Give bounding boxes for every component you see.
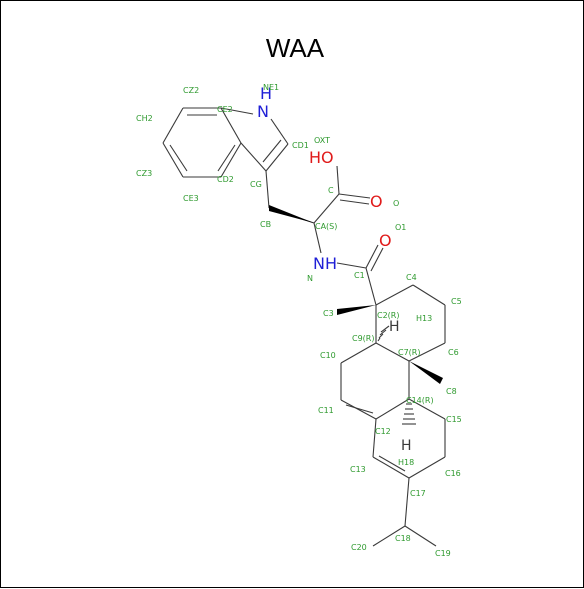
bond-c6-c7: [408, 342, 446, 362]
bond-cg-cd1: [265, 143, 289, 172]
bond-ca-c: [313, 193, 340, 224]
bond-c1-c2: [365, 267, 377, 306]
atom-label-cd2: CD2: [217, 175, 234, 184]
bond-cz3-ch2-inner: [169, 144, 188, 172]
bond-c7-c9: [375, 342, 410, 362]
atom-labels: NE1 CZ2 CE2 CH2 CD1 OXT CZ3 CD2 CG CE3 C…: [136, 83, 462, 558]
bond-ca-n: [313, 222, 322, 254]
bond-c-o: [338, 193, 371, 199]
bond-ce2-cd2: [220, 107, 242, 144]
atom-label-ce2: CE2: [217, 105, 233, 114]
atom-label-oxt: OXT: [314, 136, 330, 145]
bond-cg-cd1-inner: [262, 139, 282, 163]
amide-oxygen-label: O: [379, 231, 392, 250]
bond-cz3-ch2: [162, 142, 184, 178]
bond-c9-c10: [340, 342, 377, 364]
bond-c11-c12-double: [345, 404, 374, 414]
atom-label-c14: C14(R): [406, 396, 434, 405]
atom-label-c20: C20: [351, 543, 367, 552]
bond-c17-c18: [404, 477, 410, 527]
atom-label-cz2: CZ2: [183, 86, 199, 95]
atom-label-cb: CB: [260, 220, 271, 229]
atom-label-c18: C18: [395, 534, 411, 543]
atom-label-ca: CA(S): [315, 222, 337, 231]
atom-label-o1: O1: [395, 223, 406, 232]
bond-ch2-cz2: [162, 107, 184, 144]
bond-c2-c4: [375, 284, 414, 306]
atom-label-c10: C10: [320, 351, 336, 360]
atom-label-c12: C12: [375, 427, 391, 436]
atom-label-c4: C4: [406, 273, 417, 282]
atom-label-c9: C9(R): [352, 334, 374, 343]
stereo-h18-label: H: [401, 438, 412, 454]
bond-cd1-ne1: [270, 118, 289, 145]
atom-label-c1: C1: [354, 271, 365, 280]
bond-c16-c17: [408, 456, 446, 479]
bond-c17-c13-double: [378, 455, 406, 472]
atom-label-cz3: CZ3: [136, 169, 152, 178]
bond-cd2-cg: [240, 142, 267, 172]
bond-c1-o1-double: [370, 247, 384, 272]
atom-label-n: N: [307, 274, 313, 283]
heteroatoms: H N HO O NH O H H: [257, 84, 412, 454]
bond-n-c1: [336, 262, 367, 269]
bond-cg-cb: [265, 170, 270, 209]
bond-c-o-double: [339, 199, 370, 205]
atom-label-c8: C8: [446, 387, 457, 396]
atom-label-c: C: [328, 186, 334, 195]
atom-label-h13: H13: [416, 314, 432, 323]
wedge-ca-cb: [269, 205, 314, 223]
bond-c1-o1: [365, 244, 379, 269]
bond-c17-c13: [372, 456, 410, 479]
wedge-c7-c8: [409, 361, 443, 384]
atom-label-c16: C16: [445, 469, 461, 478]
indole-nh-n: N: [257, 102, 269, 121]
bond-c18-c20: [372, 525, 406, 547]
atom-label-c7: C7(R): [398, 348, 420, 357]
amide-nh-label: NH: [313, 254, 337, 273]
atom-label-c2: C2(R): [377, 311, 399, 320]
atom-label-ch2: CH2: [136, 114, 153, 123]
bond-ne1-ce2: [220, 107, 254, 115]
wedge-c2-c3: [337, 305, 376, 315]
bond-c4-c5: [412, 284, 446, 306]
bond-c18-c19: [404, 525, 437, 547]
atom-label-cg: CG: [250, 180, 262, 189]
bond-c12-c14: [375, 398, 410, 420]
stereo-h13-label: H: [389, 319, 400, 335]
bond-c11-c12: [340, 399, 377, 420]
bond-cd2-ce3: [220, 142, 242, 178]
bond-c-oxt: [336, 165, 340, 195]
bonds: [162, 107, 446, 547]
hash-bond-c14-h18: [402, 403, 416, 425]
atom-label-c17: C17: [410, 489, 426, 498]
bond-c13-c12: [372, 418, 377, 458]
atom-label-o: O: [393, 199, 399, 208]
hydroxyl-label: HO: [309, 148, 334, 167]
atom-label-c19: C19: [435, 549, 451, 558]
indole-nh-h: H: [260, 84, 272, 103]
hash-bond-c9-h13: [377, 325, 390, 342]
bond-c14-c15: [408, 398, 446, 420]
atom-label-ne1: NE1: [263, 83, 279, 92]
atom-label-c13: C13: [350, 465, 366, 474]
atom-label-c11: C11: [318, 406, 334, 415]
atom-label-c6: C6: [448, 348, 459, 357]
atom-label-c15: C15: [446, 415, 462, 424]
carbonyl-oxygen-label: O: [370, 192, 383, 211]
atom-label-ce3: CE3: [183, 194, 199, 203]
bond-cd2-ce3-inner: [217, 144, 236, 172]
atom-label-c5: C5: [451, 297, 462, 306]
atom-label-c3: C3: [323, 309, 334, 318]
atom-label-cd1: CD1: [292, 141, 309, 150]
diagram-title: WAA: [266, 33, 325, 63]
atom-label-h18: H18: [398, 458, 414, 467]
